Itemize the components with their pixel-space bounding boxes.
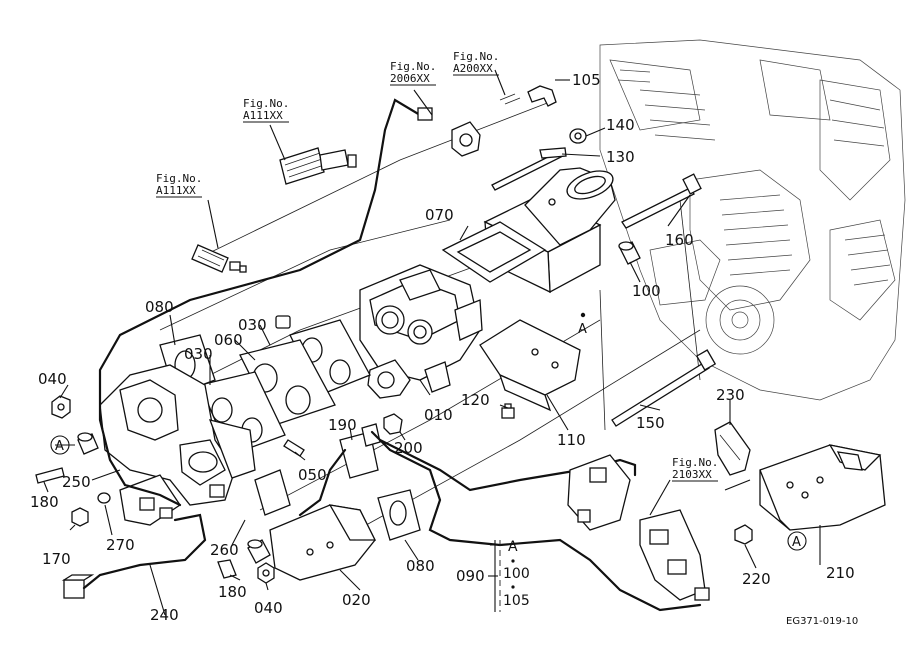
- drawing-code: EG371-019-10: [786, 616, 858, 627]
- fig-ref-label: Fig.No.: [453, 50, 499, 63]
- cap-plug-upper: [275, 315, 291, 329]
- bolt-170: [71, 507, 89, 527]
- callout-060: 060: [214, 331, 243, 349]
- stud-180-left: [35, 467, 65, 484]
- ref-marker-a-mid: A: [578, 312, 587, 337]
- fig-ref-number: A200XX: [453, 62, 493, 75]
- sleeve-260: [247, 539, 271, 564]
- callout-260: 260: [210, 541, 239, 559]
- callout-200: 200: [394, 439, 423, 457]
- ref-marker-text: A: [792, 535, 801, 550]
- group-090: A 100 105: [488, 539, 530, 612]
- heat-shield-110: [479, 319, 581, 412]
- callout-100: 100: [632, 282, 661, 300]
- exhaust-elbow-020: [269, 504, 377, 581]
- hanger-bracket: [209, 469, 291, 516]
- callout-210: 210: [826, 564, 855, 582]
- fig-ref-label: Fig.No.: [243, 97, 289, 110]
- ref-marker-a-left: A: [50, 435, 70, 455]
- relay-assembly: [567, 454, 710, 601]
- band-clamp-230: [714, 421, 751, 476]
- ref-marker-text: A: [55, 439, 64, 454]
- callout-030-rear: 030: [238, 316, 267, 334]
- callout-040-lower: 040: [254, 599, 283, 617]
- leader-lines: [43, 69, 821, 616]
- cover-210: [759, 444, 886, 531]
- callout-150: 150: [636, 414, 665, 432]
- callout-250: 250: [62, 473, 91, 491]
- filter-element-top: [279, 147, 357, 185]
- callout-010: 010: [424, 406, 453, 424]
- fig-ref-number: 2006XX: [390, 72, 430, 85]
- fig-ref-a111xx-top: Fig.No. A111XX: [243, 97, 289, 123]
- group-090-item: 100: [503, 566, 530, 582]
- carburetor-010: [359, 264, 483, 399]
- callout-030-front: 030: [184, 345, 213, 363]
- fig-ref-2006xx: Fig.No. 2006XX: [390, 60, 436, 86]
- fig-ref-label: Fig.No.: [672, 456, 718, 469]
- fig-ref-a111xx-left: Fig.No. A111XX: [156, 172, 202, 198]
- callout-230: 230: [716, 386, 745, 404]
- ref-marker-text: A: [578, 322, 587, 337]
- fig-ref-label: Fig.No.: [390, 60, 436, 73]
- callout-020: 020: [342, 591, 371, 609]
- callout-080-lower: 080: [406, 557, 435, 575]
- long-bolt-160: [621, 173, 702, 229]
- callout-040-left: 040: [38, 370, 67, 388]
- bracket-190: [339, 423, 381, 479]
- fig-ref-a200xx: Fig.No. A200XX: [453, 50, 499, 76]
- callout-105: 105: [572, 71, 601, 89]
- callout-220: 220: [742, 570, 771, 588]
- elbow-fitting-105: [499, 85, 557, 107]
- fig-ref-number: A111XX: [243, 109, 283, 122]
- sleeve-250: [77, 432, 99, 455]
- callout-090: 090: [456, 567, 485, 585]
- callout-270: 270: [106, 536, 135, 554]
- stud-180-lower: [217, 559, 237, 579]
- callout-180-left: 180: [30, 493, 59, 511]
- wire-harness: [82, 98, 702, 612]
- callout-labels: 010 020 030 030 040 040 050 060 070 080 …: [30, 71, 855, 624]
- bolt-220: [734, 524, 753, 545]
- callout-160: 160: [665, 231, 694, 249]
- nut-040-left: [51, 395, 71, 419]
- clip-050: [283, 439, 305, 457]
- connector-240: [61, 574, 95, 599]
- bolt-200: [383, 413, 403, 435]
- callout-170: 170: [42, 550, 71, 568]
- intake-elbow: [483, 167, 616, 294]
- fig-ref-number: A111XX: [156, 184, 196, 197]
- group-090-item: A: [508, 539, 518, 555]
- filter-element-left: [191, 244, 247, 273]
- group-090-item: 105: [503, 593, 530, 609]
- callout-080-upper: 080: [145, 298, 174, 316]
- intake-manifold: [99, 364, 256, 506]
- callout-120: 120: [461, 391, 490, 409]
- callout-140: 140: [606, 116, 635, 134]
- gasket-080-lower: [377, 489, 421, 541]
- callout-070: 070: [425, 206, 454, 224]
- fig-ref-2103xx: Fig.No. 2103XX: [672, 456, 718, 482]
- long-bolt-150: [611, 349, 717, 427]
- fig-ref-label: Fig.No.: [156, 172, 202, 185]
- washer-140: [569, 128, 587, 144]
- callout-180-lower: 180: [218, 583, 247, 601]
- washer-270: [97, 492, 111, 504]
- callout-110: 110: [557, 431, 586, 449]
- ref-marker-a-right: A: [787, 531, 807, 551]
- gasket-070: [441, 221, 547, 283]
- engine-block-background: [599, 39, 906, 401]
- nut-040-lower: [257, 562, 275, 584]
- sleeve-100: [618, 241, 641, 265]
- callout-130: 130: [606, 148, 635, 166]
- sensor-fitting-2006: [417, 107, 481, 157]
- stud-bolt-130: [491, 147, 567, 191]
- fig-ref-number: 2103XX: [672, 468, 712, 481]
- callout-240: 240: [150, 606, 179, 624]
- callout-050: 050: [298, 466, 327, 484]
- callout-190: 190: [328, 416, 357, 434]
